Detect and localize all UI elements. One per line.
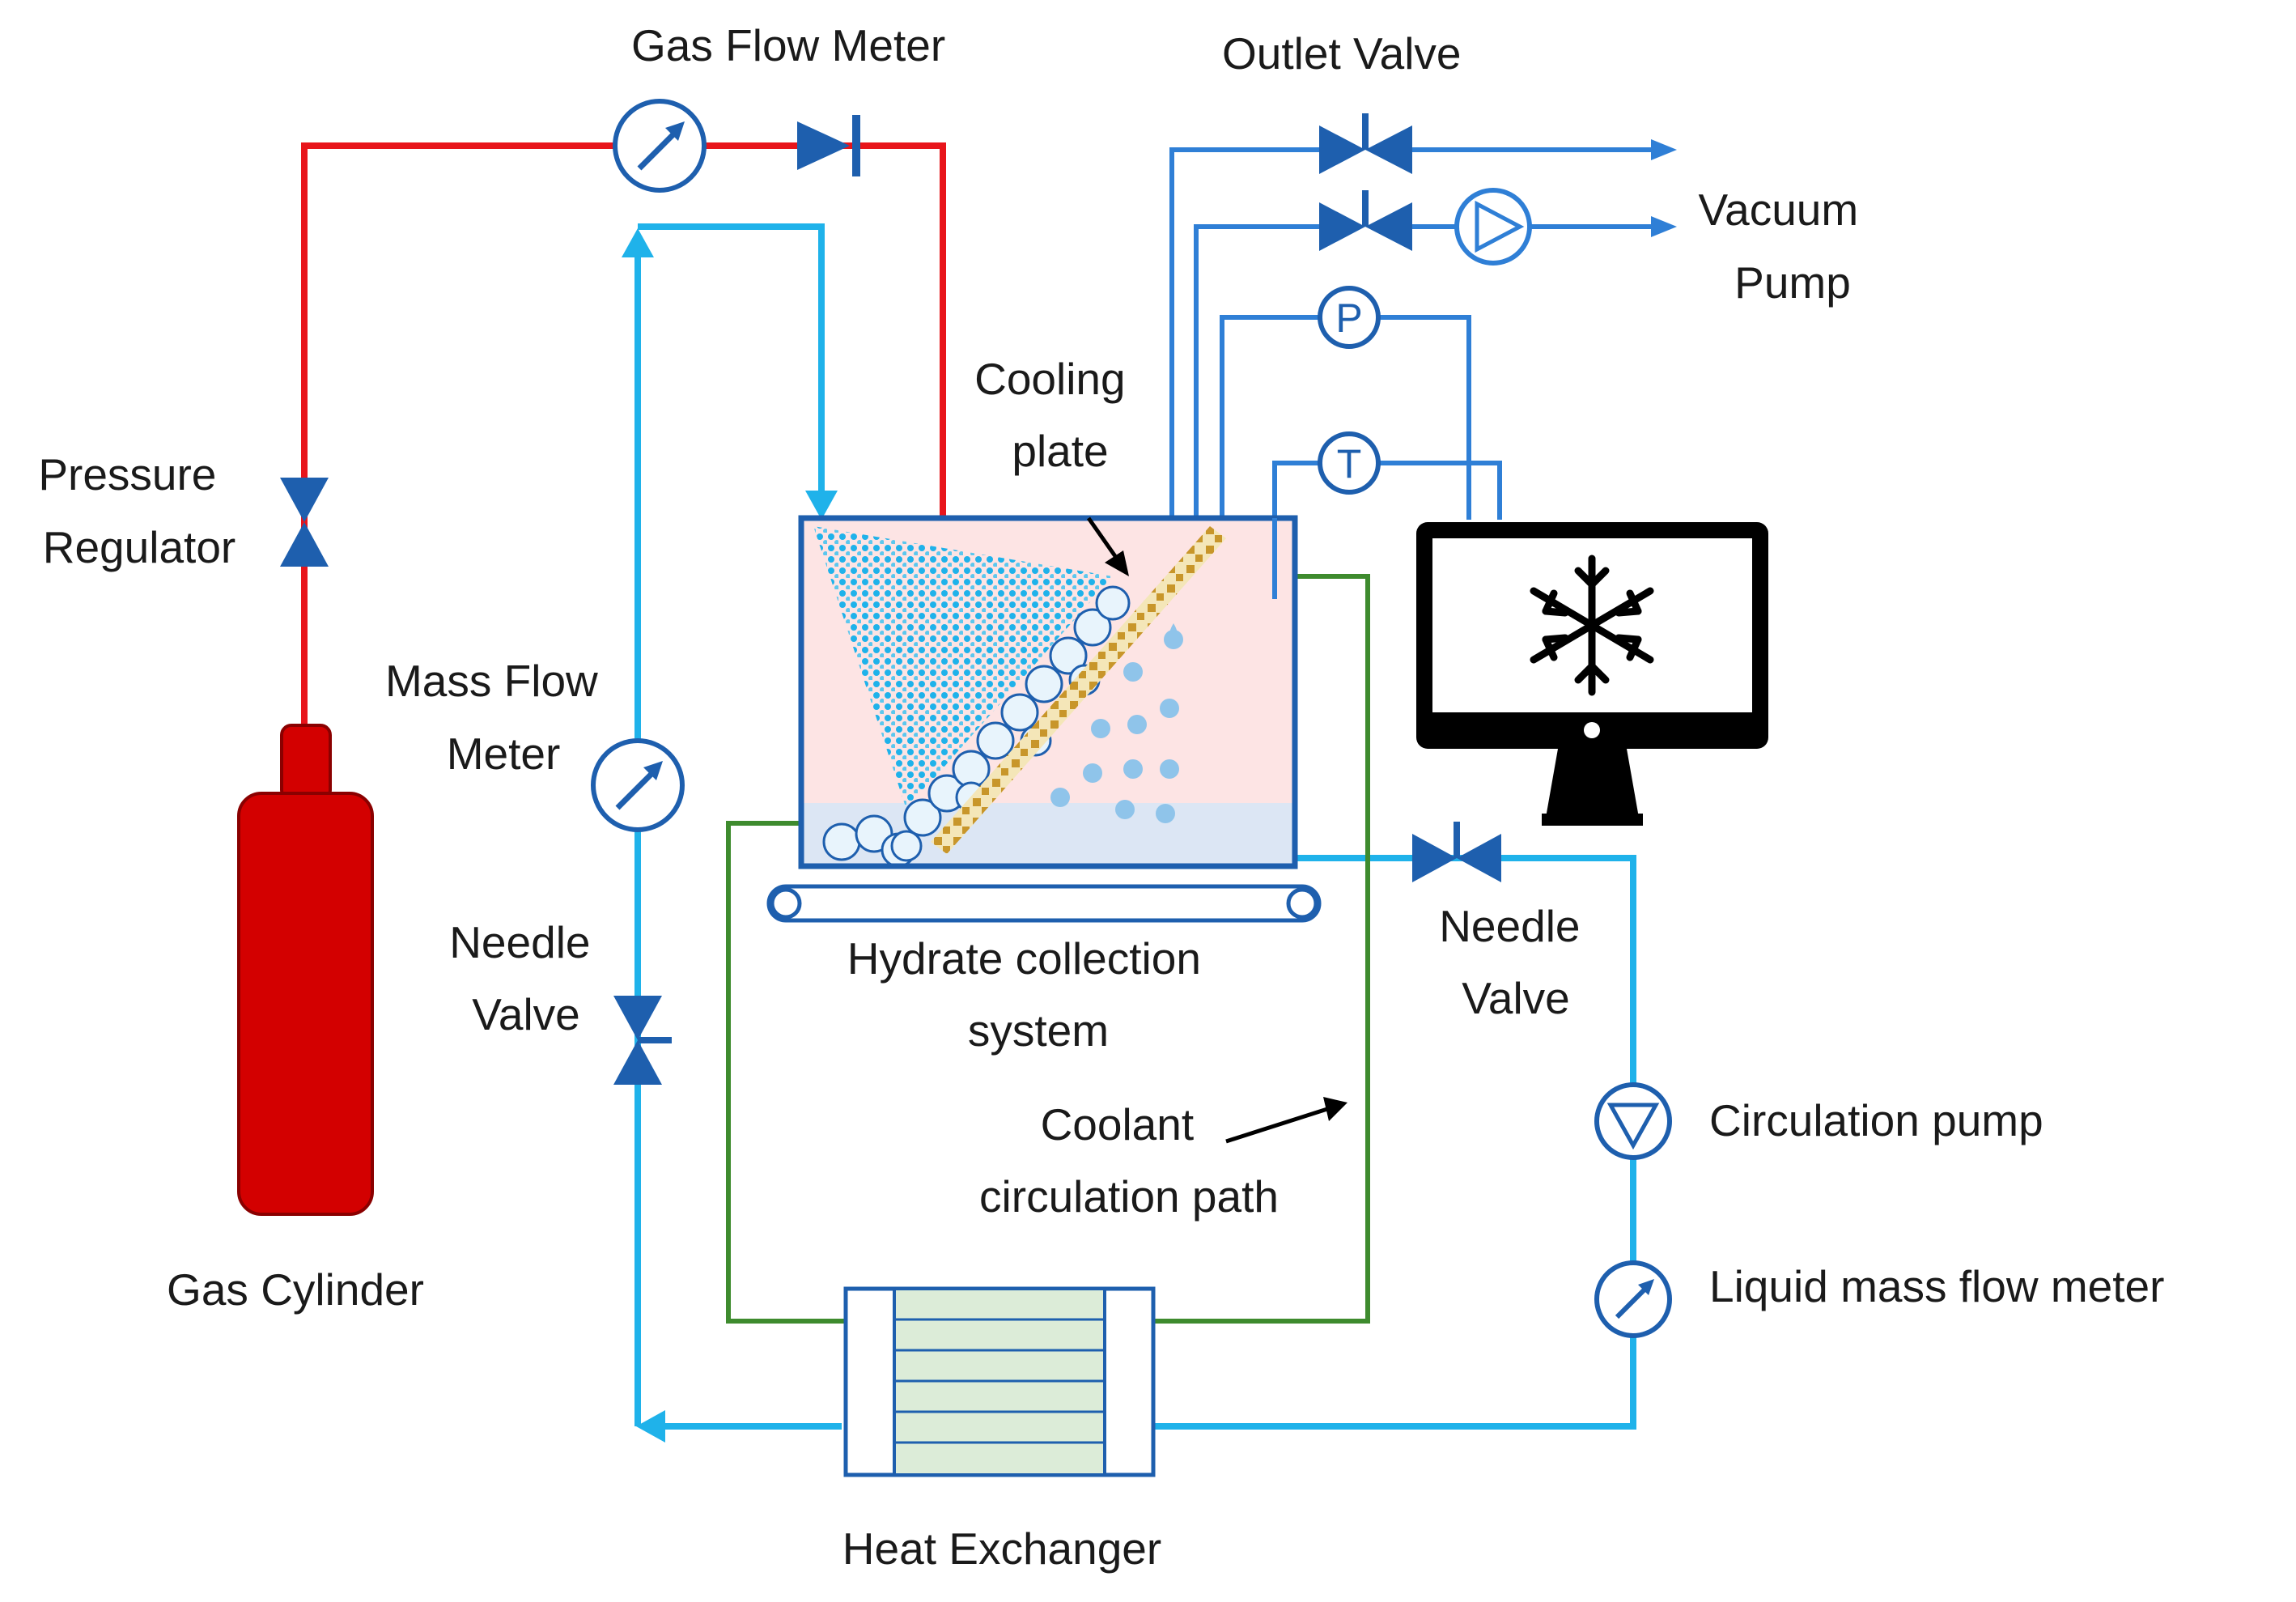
needle-valve-right-label: Needle Valve — [1439, 901, 1593, 1023]
pressure-gauge-icon: P — [1318, 286, 1381, 349]
pressure-regulator-label: Pressure Regulator — [38, 449, 236, 572]
water-arrow-left — [636, 1410, 665, 1443]
vacuum-arrows — [1651, 139, 1677, 237]
temperature-gauge-icon: T — [1318, 431, 1381, 495]
needle-valve-right-label-line2: Valve — [1462, 973, 1570, 1023]
cooling-plate-label: Cooling plate — [974, 354, 1138, 476]
mass-flow-meter-label-line1: Mass Flow — [385, 656, 598, 706]
needle-valve-left-icon — [613, 996, 672, 1085]
circulation-pump-label: Circulation pump — [1709, 1095, 2043, 1145]
cooling-plate-label-line1: Cooling — [974, 354, 1126, 404]
needle-valve-left-label-line1: Needle — [449, 917, 590, 967]
cooling-plate-pointer — [1086, 516, 1129, 576]
snowflake-monitor-icon — [1416, 522, 1768, 826]
pressure-regulator-valve-icon — [280, 478, 329, 567]
water-droplets — [1050, 623, 1183, 823]
liquid-mass-flow-meter-gauge-icon — [1594, 1260, 1672, 1338]
heat-exchanger-label: Heat Exchanger — [842, 1523, 1161, 1574]
cooling-plate — [931, 526, 1226, 854]
check-valve-icon — [797, 115, 860, 176]
coolant-path-pointer — [1225, 1097, 1347, 1144]
hydrate-collection-label: Hydrate collection system — [847, 933, 1213, 1056]
heat-exchanger-icon — [843, 1286, 1156, 1477]
needle-valve-left-label-line2: Valve — [472, 989, 580, 1039]
water-arrow-up — [622, 228, 654, 257]
hydrate-collection-label-line1: Hydrate collection — [847, 933, 1201, 984]
outlet-valve-label: Outlet Valve — [1222, 28, 1462, 79]
pressure-regulator-label-line2: Regulator — [43, 522, 236, 572]
coolant-path-label-line2: circulation path — [979, 1171, 1279, 1222]
hydrate-collection-label-line2: system — [968, 1005, 1109, 1056]
hydrate-collection-tank — [798, 515, 1298, 869]
needle-valve-right-icon — [1412, 822, 1501, 882]
vacuum-valve-icon — [1319, 190, 1412, 251]
spray-cone — [813, 526, 1113, 809]
vacuum-pump-label-line2: Pump — [1734, 257, 1851, 308]
needle-valve-left-label: Needle Valve — [449, 917, 603, 1039]
vacuum-pump-icon — [1454, 188, 1532, 266]
gas-cylinder — [237, 724, 374, 1216]
gas-flow-meter-gauge-icon — [613, 99, 707, 193]
gas-cylinder-label: Gas Cylinder — [167, 1264, 424, 1315]
temperature-gauge-label: T — [1337, 441, 1362, 487]
circulation-pump-icon — [1594, 1082, 1672, 1160]
vacuum-pump-label-line1: Vacuum — [1699, 185, 1859, 235]
pressure-regulator-label-line1: Pressure — [38, 449, 216, 499]
water-arrow-down — [805, 491, 838, 520]
liquid-mass-flow-meter-label: Liquid mass flow meter — [1709, 1261, 2164, 1311]
mass-flow-meter-gauge-icon — [591, 738, 685, 832]
mass-flow-meter-label-line2: Meter — [447, 729, 561, 779]
cooling-plate-label-line2: plate — [1012, 426, 1108, 476]
conveyor-belt — [766, 884, 1322, 923]
pressure-gauge-label: P — [1335, 295, 1362, 341]
mass-flow-meter-label: Mass Flow Meter — [385, 656, 610, 779]
coolant-path-label: Coolant circulation path — [979, 1099, 1279, 1222]
vacuum-pump-label: Vacuum Pump — [1699, 185, 1871, 308]
outlet-valve-icon — [1319, 113, 1412, 174]
needle-valve-right-label-line1: Needle — [1439, 901, 1580, 951]
coolant-path-label-line1: Coolant — [1041, 1099, 1195, 1149]
gas-flow-meter-label: Gas Flow Meter — [631, 20, 945, 70]
